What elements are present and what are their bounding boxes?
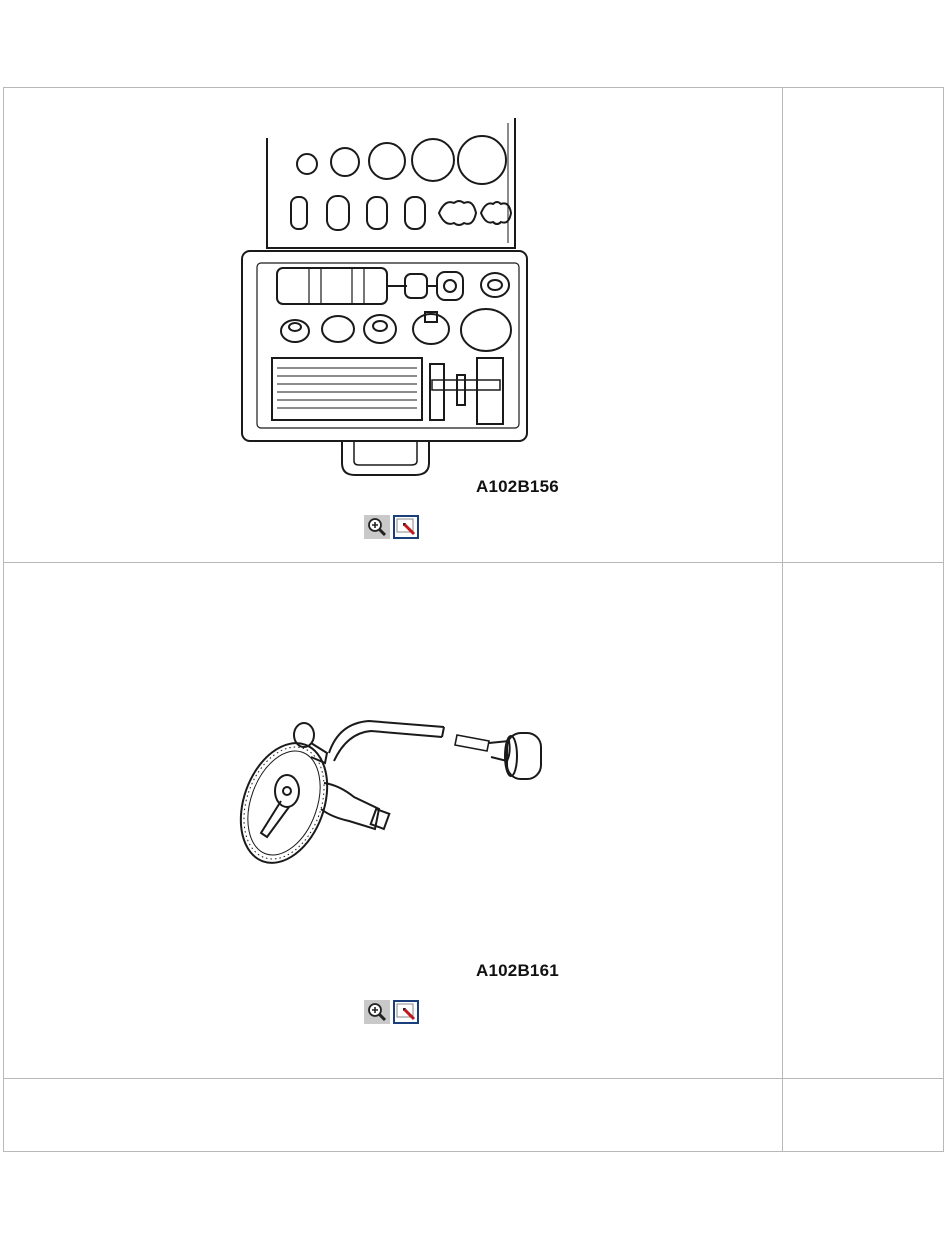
table-row: A102B156	[4, 88, 944, 563]
tool-case-illustration	[237, 118, 537, 478]
torque-gauge-illustration	[239, 713, 549, 873]
document-table: A102B156	[3, 87, 944, 1152]
side-cell	[782, 563, 944, 1079]
figure-toolbar	[364, 515, 419, 539]
figure-code: A102B161	[476, 961, 559, 981]
figure-cell: A102B161	[4, 563, 783, 1079]
view-image-icon	[395, 517, 417, 537]
table-row: A102B161	[4, 563, 944, 1079]
side-cell	[782, 88, 944, 563]
view-image-icon	[395, 1002, 417, 1022]
figure-toolbar	[364, 1000, 419, 1024]
figure-code: A102B156	[476, 477, 559, 497]
table-row	[4, 1079, 944, 1152]
view-image-button[interactable]	[393, 515, 419, 539]
zoom-in-button[interactable]	[364, 515, 390, 539]
empty-cell	[4, 1079, 783, 1152]
zoom-in-icon	[364, 1000, 390, 1024]
zoom-in-button[interactable]	[364, 1000, 390, 1024]
view-image-button[interactable]	[393, 1000, 419, 1024]
zoom-in-icon	[364, 515, 390, 539]
side-cell	[782, 1079, 944, 1152]
figure-cell: A102B156	[4, 88, 783, 563]
